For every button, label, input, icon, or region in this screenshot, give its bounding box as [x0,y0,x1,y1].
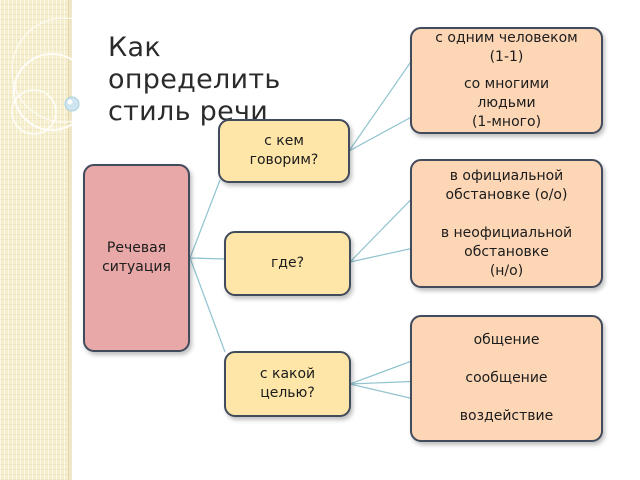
root-label-line: Речевая [106,240,167,256]
answer-text-line: обстановке [464,243,549,260]
root-label-line: ситуация [102,259,171,275]
answer-purpose: общение сообщение воздействие [410,315,603,442]
question-label-line: с кем [264,133,304,149]
answer-interlocutors: с одним человеком (1-1) со многими людьм… [410,27,603,134]
answer-text-line: (1-1) [489,49,524,65]
answer-text-line: в официальной [449,167,564,184]
decorative-dot-highlight [67,99,73,105]
question-label-line: с какой [259,366,316,382]
title-line: определить [108,64,281,95]
connector-root-purpose [189,257,226,353]
title-line: Как [108,32,161,63]
connector-root-who [189,179,221,259]
decorative-band [0,0,68,480]
answer-text-line: обстановке (о/о) [445,186,568,203]
root-speech-situation: Речевая ситуация [83,164,190,352]
answer-setting: в официальной обстановке (о/о) в неофици… [410,159,603,288]
question-label-line: говорим? [249,152,319,168]
answer-text-line: (1-много) [471,114,542,130]
question-label-line: целью? [260,385,315,401]
answer-text-line: (н/о) [489,262,524,279]
decorative-rule [68,0,72,480]
question-purpose: с какой целью? [224,351,351,417]
answer-text-line: в неофициальной [440,224,573,241]
answer-text-line: людьми [477,95,536,111]
answer-text-line: сообщение [465,370,548,386]
question-where: где? [224,231,351,296]
answer-text-line: воздействие [459,408,554,424]
question-with-whom: с кем говорим? [218,119,350,183]
answer-text-line: с одним человеком [435,30,578,46]
answer-text-line: со многими [463,76,550,92]
answer-text-line: общение [473,332,540,348]
connector-root-where [189,257,227,260]
question-label-line: где? [270,255,305,271]
